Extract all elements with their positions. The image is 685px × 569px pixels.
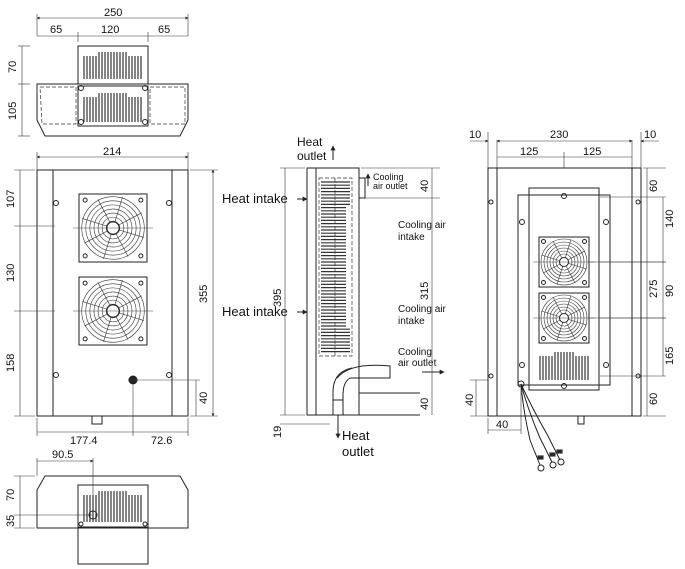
dim-355: 355 xyxy=(198,285,210,303)
dim-40-side-top: 40 xyxy=(419,180,431,192)
label-cooling-air-intake-1b: intake xyxy=(398,232,425,243)
dim-120: 120 xyxy=(101,24,119,36)
dim-177-4: 177.4 xyxy=(70,435,98,447)
label-heat-outlet-bottom-2: outlet xyxy=(342,444,374,459)
rear-fan-upper xyxy=(533,236,666,288)
heatsink-housing xyxy=(83,93,142,122)
side-view: Heat outlet Cooling air outlet Heat inta… xyxy=(222,135,446,459)
dim-72-6: 72.6 xyxy=(151,435,172,447)
dim-165: 165 xyxy=(664,347,676,365)
dim-10-right: 10 xyxy=(644,129,656,141)
dim-40-side-bot: 40 xyxy=(419,398,431,410)
dim-60-rear-top: 60 xyxy=(648,180,660,192)
label-heat-outlet-top-1: Heat xyxy=(297,135,323,149)
label-cooling-air-outlet-bottom-2: air outlet xyxy=(398,358,437,369)
label-cooling-air-intake-2a: Cooling air xyxy=(398,304,446,315)
label-cooling-air-outlet-bottom-1: Cooling xyxy=(398,347,432,358)
dim-65-right: 65 xyxy=(158,24,170,36)
dim-250: 250 xyxy=(104,7,122,19)
label-heat-intake-2: Heat intake xyxy=(222,304,288,319)
dim-70-bottom: 70 xyxy=(5,489,17,501)
label-cooling-air-intake-2b: intake xyxy=(398,316,425,327)
dim-10-left: 10 xyxy=(469,129,481,141)
dim-60-rear-bot: 60 xyxy=(648,393,660,405)
dim-107: 107 xyxy=(5,190,17,208)
fan-lower xyxy=(73,276,153,346)
dim-70-top: 70 xyxy=(7,61,19,73)
label-heat-outlet-bottom-1: Heat xyxy=(342,428,370,443)
front-view: 214 107 130 158 355 40 xyxy=(5,146,218,447)
side-fins xyxy=(321,178,350,356)
rear-fan-lower xyxy=(533,292,666,344)
dim-105: 105 xyxy=(7,102,19,120)
dim-90-5: 90.5 xyxy=(52,449,73,461)
label-cooling-air-outlet-top-1: Cooling xyxy=(373,172,404,182)
rear-view: 10 230 10 125 125 xyxy=(464,129,676,472)
dim-130: 130 xyxy=(5,264,17,282)
dim-158: 158 xyxy=(5,354,17,372)
label-heat-intake-1: Heat intake xyxy=(222,191,288,206)
heatsink-bottom xyxy=(83,491,142,522)
dim-40-rear-left: 40 xyxy=(464,394,476,406)
label-cooling-air-outlet-top-2: air outlet xyxy=(373,181,408,191)
dim-40-rear-bottom: 40 xyxy=(496,419,508,431)
dim-40-front: 40 xyxy=(198,392,210,404)
top-view: 250 65 120 65 70 105 xyxy=(7,7,189,137)
label-heat-outlet-top-2: outlet xyxy=(297,149,327,163)
dim-214: 214 xyxy=(103,146,121,158)
dim-35: 35 xyxy=(5,515,17,527)
cable-terminals xyxy=(537,449,565,472)
dim-125-left: 125 xyxy=(520,146,538,158)
dim-90: 90 xyxy=(664,285,676,297)
heatsink-top xyxy=(83,52,142,79)
dim-230: 230 xyxy=(550,129,568,141)
dim-140: 140 xyxy=(664,210,676,228)
dim-65-left: 65 xyxy=(50,24,62,36)
rear-heatsink xyxy=(539,352,589,380)
label-cooling-air-intake-1a: Cooling air xyxy=(398,220,446,231)
fan-upper xyxy=(73,193,153,263)
bottom-view: 90.5 70 35 xyxy=(5,449,189,565)
dim-275: 275 xyxy=(648,280,660,298)
dim-19: 19 xyxy=(272,426,284,438)
dim-125-right: 125 xyxy=(583,146,601,158)
dim-395: 395 xyxy=(272,289,284,307)
dim-315: 315 xyxy=(419,282,431,300)
